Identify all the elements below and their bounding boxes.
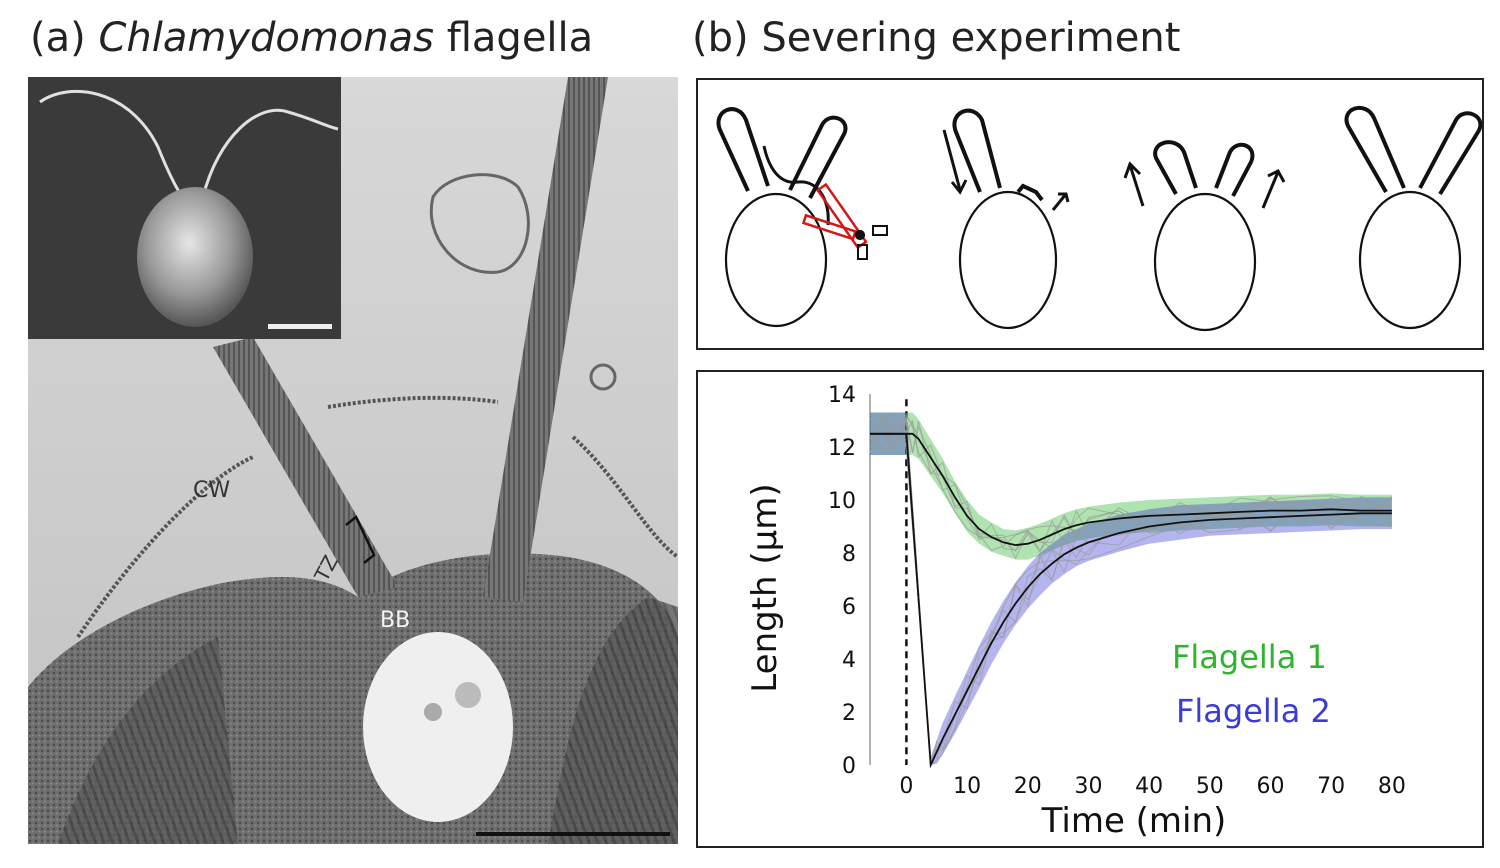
tz-bracket bbox=[345, 515, 376, 564]
chart-ticks: 0 2 4 6 8 10 12 14 0 10 20 30 40 50 60 70 80 bbox=[828, 383, 1406, 799]
individual-trace bbox=[869, 421, 1392, 760]
x-tick-label: 0 bbox=[899, 774, 913, 799]
label-bb: BB bbox=[380, 608, 410, 633]
panel-a-title-italic: Chlamydomonas bbox=[98, 15, 434, 61]
x-tick-label: 30 bbox=[1074, 774, 1102, 799]
cell-stage-3 bbox=[1123, 140, 1286, 332]
label-cw: CW bbox=[193, 478, 230, 503]
x-tick-label: 80 bbox=[1378, 774, 1406, 799]
legend-entry-flagella-1: Flagella 1 bbox=[1172, 638, 1327, 676]
chart-traces bbox=[869, 413, 1393, 766]
chloroplast-left bbox=[58, 637, 238, 844]
panel-a-label: (a) bbox=[30, 15, 86, 61]
electron-micrograph: CW TZ BB bbox=[28, 77, 678, 844]
cell-wall-top bbox=[327, 395, 499, 409]
x-tick-label: 20 bbox=[1014, 774, 1042, 799]
scale-bar-main bbox=[476, 832, 670, 836]
panel-b-title: (b) Severing experiment bbox=[692, 10, 1180, 66]
x-tick-label: 60 bbox=[1257, 774, 1285, 799]
flagellum-left bbox=[213, 337, 398, 597]
y-tick-label: 12 bbox=[828, 436, 856, 461]
cell-stage-4 bbox=[1344, 106, 1483, 330]
schematic-drawing bbox=[716, 106, 1483, 332]
chart-axes bbox=[869, 394, 908, 765]
y-tick-label: 6 bbox=[842, 595, 856, 620]
x-tick-label: 70 bbox=[1317, 774, 1345, 799]
length-chart-panel: 0 2 4 6 8 10 12 14 0 10 20 30 40 50 60 70 80 Length (μm)… bbox=[696, 370, 1484, 848]
individual-trace bbox=[869, 413, 1393, 560]
panel-b-label: (b) bbox=[692, 15, 749, 61]
vesicle bbox=[424, 703, 442, 721]
membrane-vesicle bbox=[429, 173, 530, 274]
vesicle bbox=[455, 682, 481, 708]
individual-trace bbox=[869, 414, 1393, 539]
y-tick-label: 14 bbox=[828, 383, 856, 408]
panel-b-title-text: Severing experiment bbox=[761, 15, 1181, 61]
cell-stage-1 bbox=[716, 107, 888, 328]
individual-trace bbox=[869, 414, 1393, 766]
mean-line-1 bbox=[870, 432, 1392, 547]
y-tick-label: 8 bbox=[842, 542, 856, 567]
y-axis-label: Length (μm) bbox=[745, 483, 785, 692]
micrograph-drawing: CW TZ BB bbox=[28, 77, 678, 844]
y-tick-label: 2 bbox=[842, 701, 856, 726]
inset-flagellum-left bbox=[39, 90, 185, 199]
scale-bar-inset bbox=[268, 324, 332, 329]
length-chart: 0 2 4 6 8 10 12 14 0 10 20 30 40 50 60 70 80 Length (μm)… bbox=[745, 383, 1406, 841]
individual-trace bbox=[869, 413, 1392, 766]
y-tick-label: 4 bbox=[842, 648, 856, 673]
chloroplast-right bbox=[548, 597, 678, 844]
individual-trace bbox=[869, 418, 1393, 553]
chart-mean-lines bbox=[870, 432, 1392, 769]
legend-entry-flagella-2: Flagella 2 bbox=[1176, 692, 1331, 730]
panel-a-title-rest: flagella bbox=[446, 15, 594, 61]
mean-line-2 bbox=[870, 432, 1392, 769]
inset-flagellum-right bbox=[201, 108, 339, 198]
cell-wall-left bbox=[76, 455, 254, 639]
flagellum-right bbox=[483, 77, 608, 602]
y-tick-label: 0 bbox=[842, 754, 856, 779]
x-tick-label: 10 bbox=[953, 774, 981, 799]
vacuole bbox=[363, 632, 513, 822]
small-vesicle bbox=[589, 363, 617, 391]
x-axis-label: Time (min) bbox=[1041, 801, 1227, 841]
y-tick-label: 10 bbox=[828, 489, 856, 514]
severing-schematic bbox=[696, 78, 1484, 350]
cell-wall-right bbox=[571, 435, 678, 559]
x-tick-label: 50 bbox=[1196, 774, 1224, 799]
panel-a-title: (a) Chlamydomonas flagella bbox=[30, 10, 593, 66]
cell-stage-2 bbox=[942, 108, 1070, 330]
sem-inset bbox=[28, 77, 341, 339]
x-tick-label: 40 bbox=[1135, 774, 1163, 799]
inset-cell bbox=[137, 187, 253, 327]
